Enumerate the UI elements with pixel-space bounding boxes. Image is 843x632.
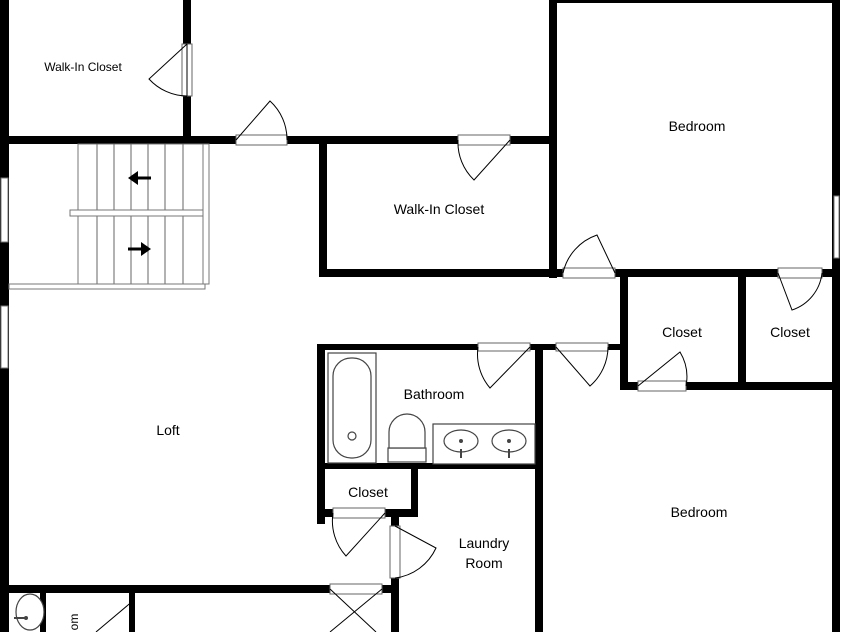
room-label-walkin-closet-top: Walk-In Closet [44, 60, 122, 74]
room-label-bathroom: Bathroom [404, 386, 465, 402]
room-label-closet-a: Closet [662, 324, 702, 340]
room-label-bedroom-top: Bedroom [669, 118, 726, 134]
sink-icon [14, 593, 45, 631]
window [0, 177, 9, 243]
sink-icon [443, 429, 527, 458]
room-label-closet-c: Closet [348, 484, 388, 500]
windows [0, 177, 840, 369]
room-label-partial: om [67, 614, 81, 631]
room-label-loft: Loft [156, 422, 179, 438]
room-label-laundry-room: Room [465, 555, 502, 571]
window [0, 305, 9, 369]
room-label-closet-b: Closet [770, 324, 810, 340]
staircase [8, 143, 210, 290]
room-label-laundry: Laundry [459, 535, 510, 551]
toilet-icon [387, 413, 427, 463]
stair-arrow-right-icon [128, 242, 151, 256]
window [833, 195, 840, 259]
doors [95, 43, 823, 632]
room-label-bedroom-bottom: Bedroom [671, 504, 728, 520]
stair-arrow-left-icon [128, 171, 151, 185]
bathtub-icon [327, 352, 377, 464]
room-label-walkin-closet-mid: Walk-In Closet [394, 201, 485, 217]
